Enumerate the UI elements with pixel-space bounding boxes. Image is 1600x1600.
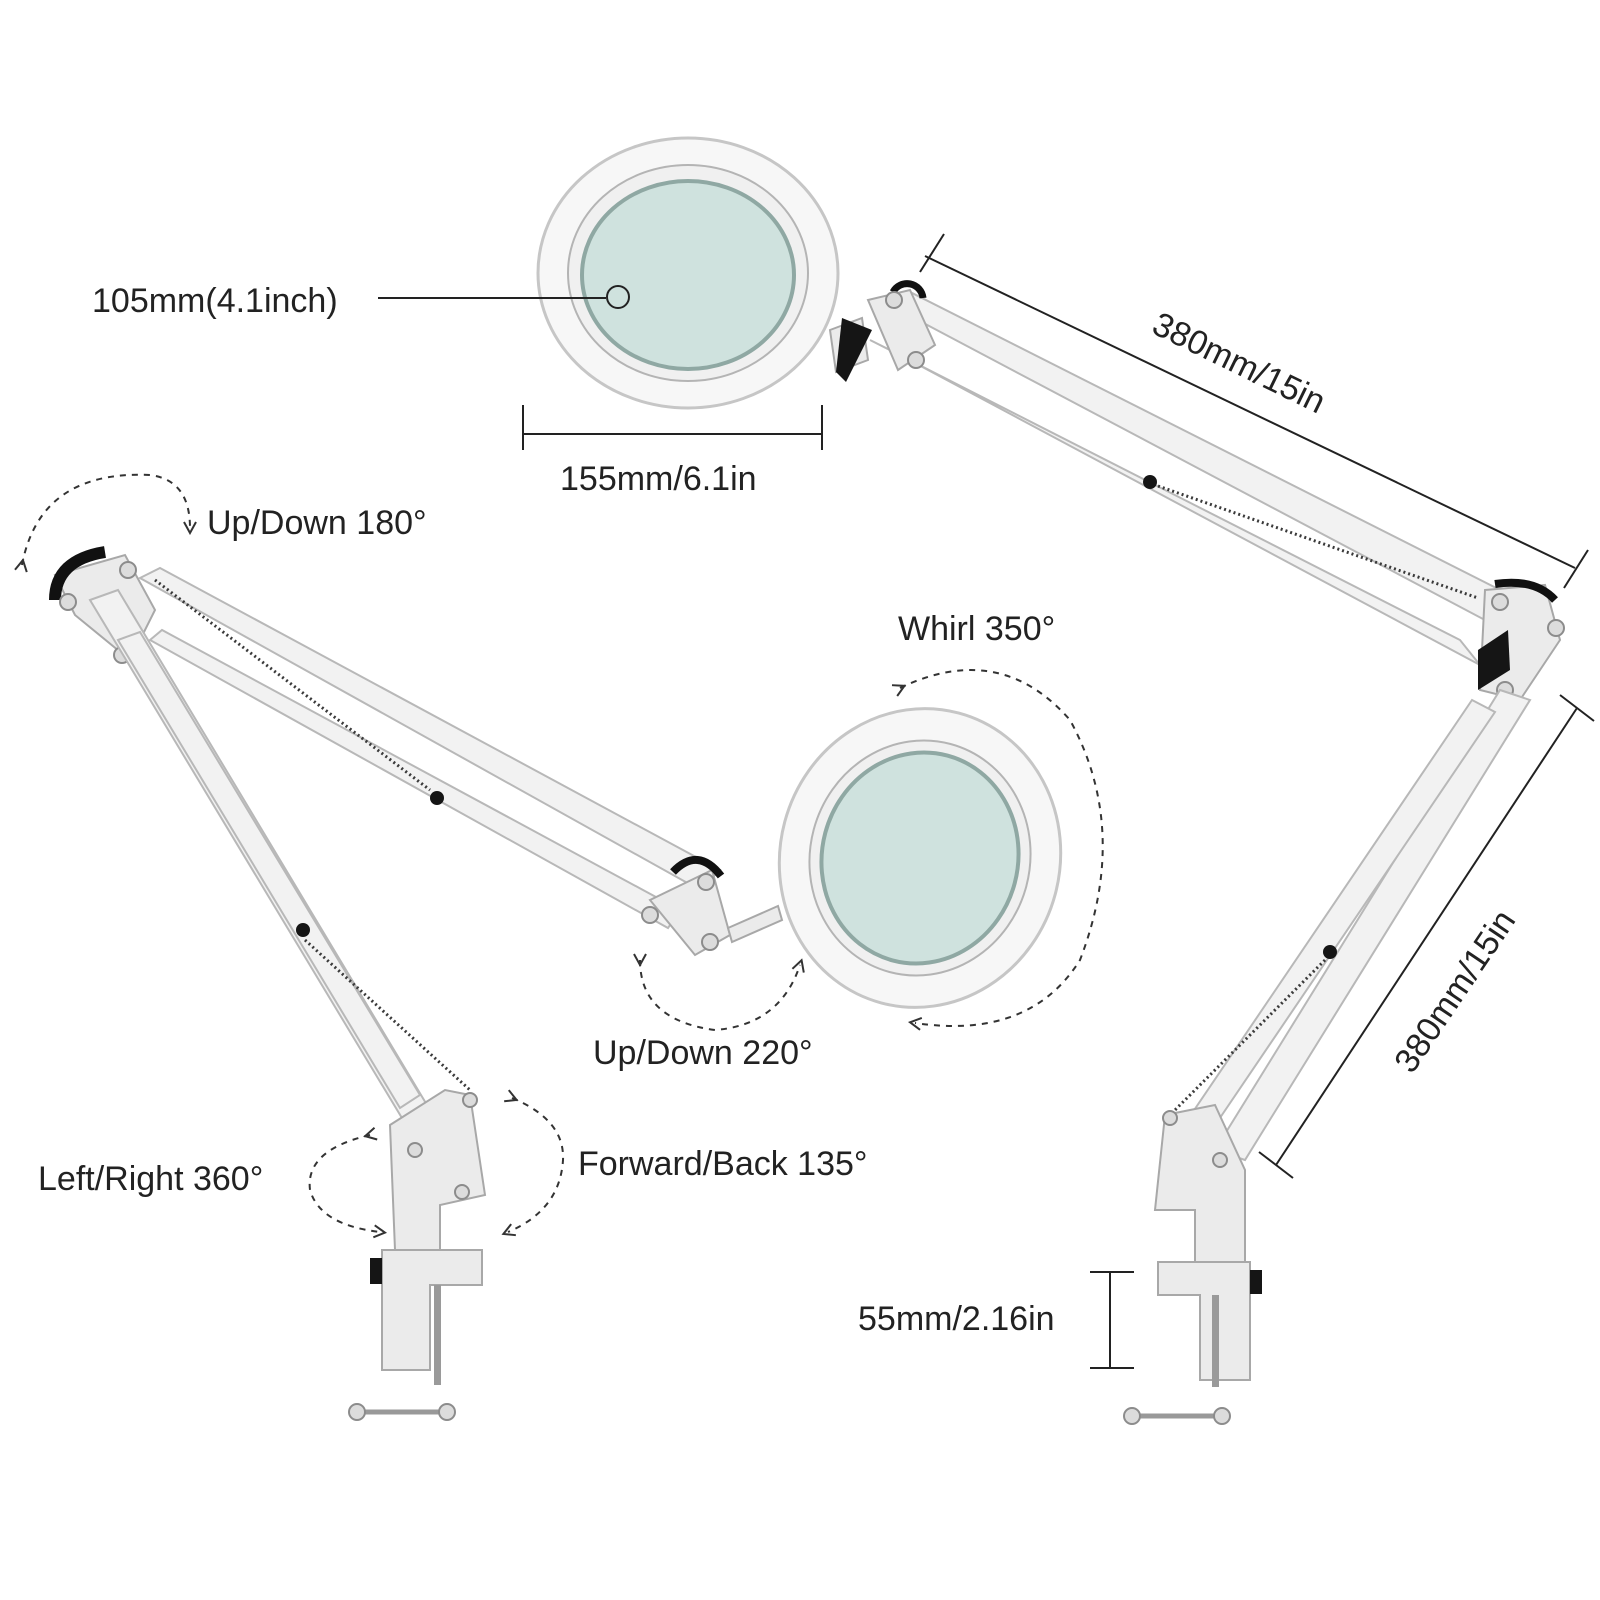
right-lamp <box>536 136 1565 1425</box>
up-down-180-arrow <box>22 473 190 565</box>
lens-diameter-label: 105mm(4.1inch) <box>92 282 338 320</box>
upper-arm-dimension-line <box>924 255 1576 569</box>
whirl-350-label: Whirl 350° <box>898 610 1055 648</box>
up-down-180-label: Up/Down 180° <box>207 504 427 542</box>
forward-back-135-label: Forward/Back 135° <box>578 1145 868 1183</box>
dimension-lines <box>378 233 1595 1369</box>
top-magnifier-head <box>536 136 840 410</box>
left-lamp <box>49 546 1063 1421</box>
side-magnifier-head <box>777 707 1063 1009</box>
forward-back-135-arrow <box>508 1098 565 1232</box>
lower-arm-length-label: 380mm/15in <box>1387 903 1523 1079</box>
rotation-arrows <box>22 473 1104 1232</box>
left-right-360-label: Left/Right 360° <box>38 1160 263 1198</box>
lens-center-marker <box>606 285 630 309</box>
labels: 105mm(4.1inch) 155mm/6.1in 380mm/15in 38… <box>38 282 1523 1338</box>
left-right-360-arrow <box>308 1135 380 1232</box>
lower-arm-dimension-line <box>1275 707 1578 1166</box>
up-down-220-label: Up/Down 220° <box>593 1034 813 1072</box>
whirl-350-arrow <box>900 669 1104 1026</box>
upper-arm-length-label: 380mm/15in <box>1146 305 1331 421</box>
head-width-label: 155mm/6.1in <box>560 460 757 498</box>
clamp-opening-label: 55mm/2.16in <box>858 1300 1055 1338</box>
up-down-220-arrow <box>640 960 800 1032</box>
